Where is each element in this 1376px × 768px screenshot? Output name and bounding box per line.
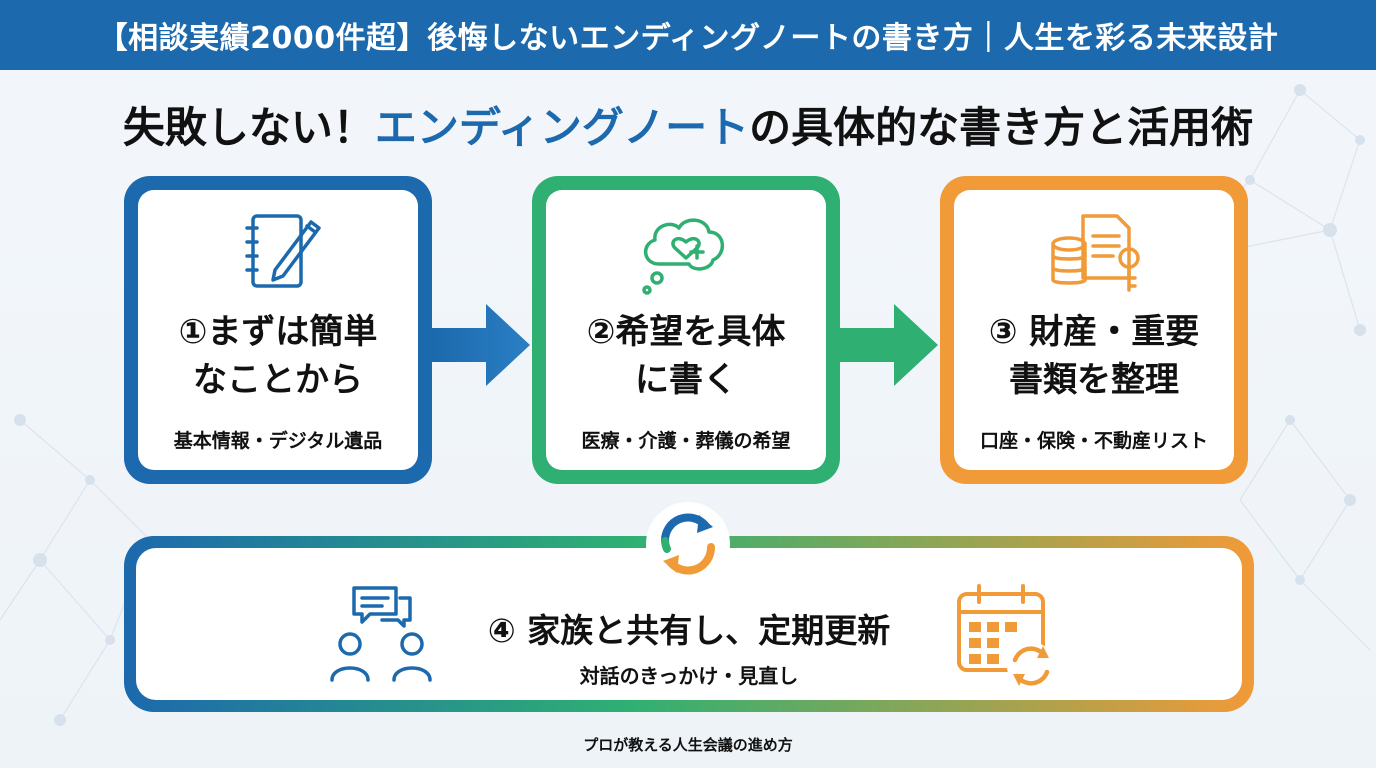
notebook-pen-icon bbox=[245, 214, 321, 288]
step-4-title: ④ 家族と共有し、定期更新 bbox=[487, 611, 891, 650]
step-card-2: ②希望を具体 に書く 医療・介護・葬儀の希望 bbox=[532, 176, 840, 484]
arrow-right-icon bbox=[840, 304, 938, 386]
thought-heart-icon bbox=[642, 218, 724, 295]
cycle-arrows-badge bbox=[646, 502, 730, 586]
header-title: 【相談実績2000件超】後悔しないエンディングノートの書き方｜人生を彩る未来設計 bbox=[97, 21, 1279, 56]
footer-caption: プロが教える人生会議の進め方 bbox=[583, 736, 793, 754]
calendar-refresh-icon bbox=[957, 584, 1055, 690]
step-3-subtitle: 口座・保険・不動産リスト bbox=[979, 430, 1208, 452]
step-4-subtitle: 対話のきっかけ・見直し bbox=[579, 664, 799, 688]
arrow-right-icon bbox=[432, 304, 530, 386]
step-card-1: ①まずは簡単 なことから 基本情報・デジタル遺品 bbox=[124, 176, 432, 484]
refresh-cycle-icon bbox=[660, 513, 716, 575]
header-banner: 【相談実績2000件超】後悔しないエンディングノートの書き方｜人生を彩る未来設計 bbox=[0, 0, 1376, 70]
step-card-3: ③ 財産・重要 書類を整理 口座・保険・不動産リスト bbox=[940, 176, 1248, 484]
headline-suffix: の具体的な書き方と活用術 bbox=[749, 102, 1254, 152]
headline-prefix: 失敗しない！ bbox=[122, 102, 375, 152]
people-chat-icon bbox=[330, 586, 432, 682]
step-2-title: ②希望を具体 に書く bbox=[586, 312, 786, 400]
step-1-subtitle: 基本情報・デジタル遺品 bbox=[173, 430, 383, 452]
step-3-title: ③ 財産・重要 書類を整理 bbox=[988, 312, 1200, 400]
step-1-title: ①まずは簡単 なことから bbox=[178, 312, 378, 400]
headline-accent: エンディングノート bbox=[374, 102, 750, 152]
page-headline: 失敗しない！エンディングノートの具体的な書き方と活用術 bbox=[0, 92, 1376, 156]
step-2-subtitle: 医療・介護・葬儀の希望 bbox=[581, 430, 791, 452]
coins-documents-key-icon bbox=[1051, 214, 1140, 292]
